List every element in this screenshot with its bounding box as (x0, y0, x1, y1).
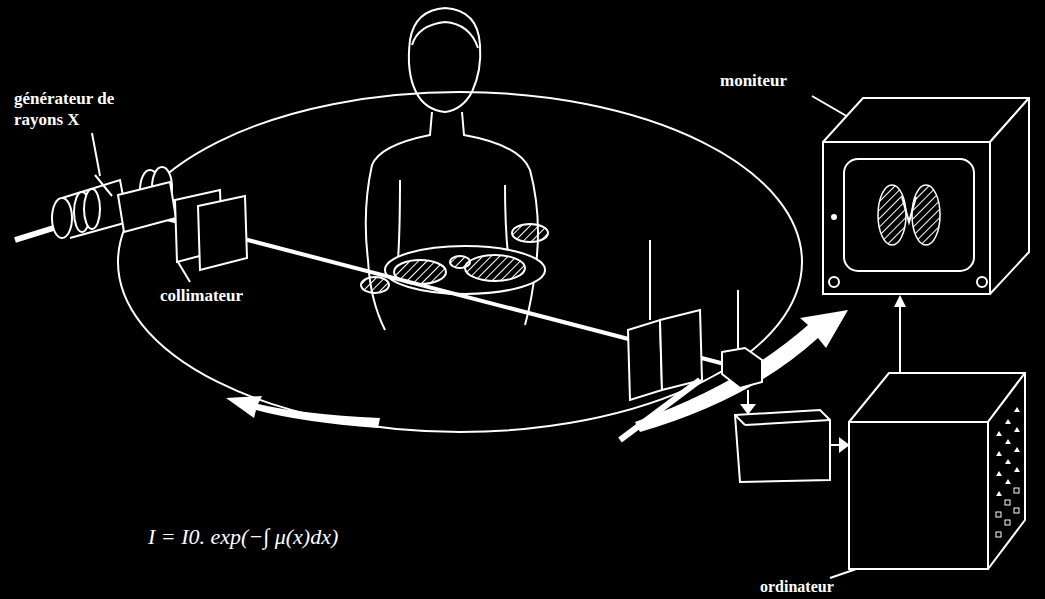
leader-line (92, 133, 100, 176)
monitor-box: moniteur (822, 97, 1030, 295)
leader-line (812, 96, 850, 118)
component-label: collimateur (160, 285, 280, 306)
attenuation-formula: I = I0. exp(−∫ μ(x)dx) (148, 524, 468, 550)
detector-plates (620, 240, 762, 440)
collimator-plates (175, 190, 247, 282)
monitor-drawing (822, 97, 1030, 295)
processing-unit (735, 390, 848, 482)
data-arrow (894, 295, 906, 372)
computer-drawing (848, 372, 1026, 570)
x-ray-tube (15, 167, 176, 240)
device-label: moniteur (720, 71, 787, 90)
body-slice (361, 224, 548, 294)
computer-box: ordinateur (848, 372, 1026, 570)
device-label: ordinateur (760, 578, 834, 596)
component-label: générateur de rayons X (14, 88, 154, 130)
